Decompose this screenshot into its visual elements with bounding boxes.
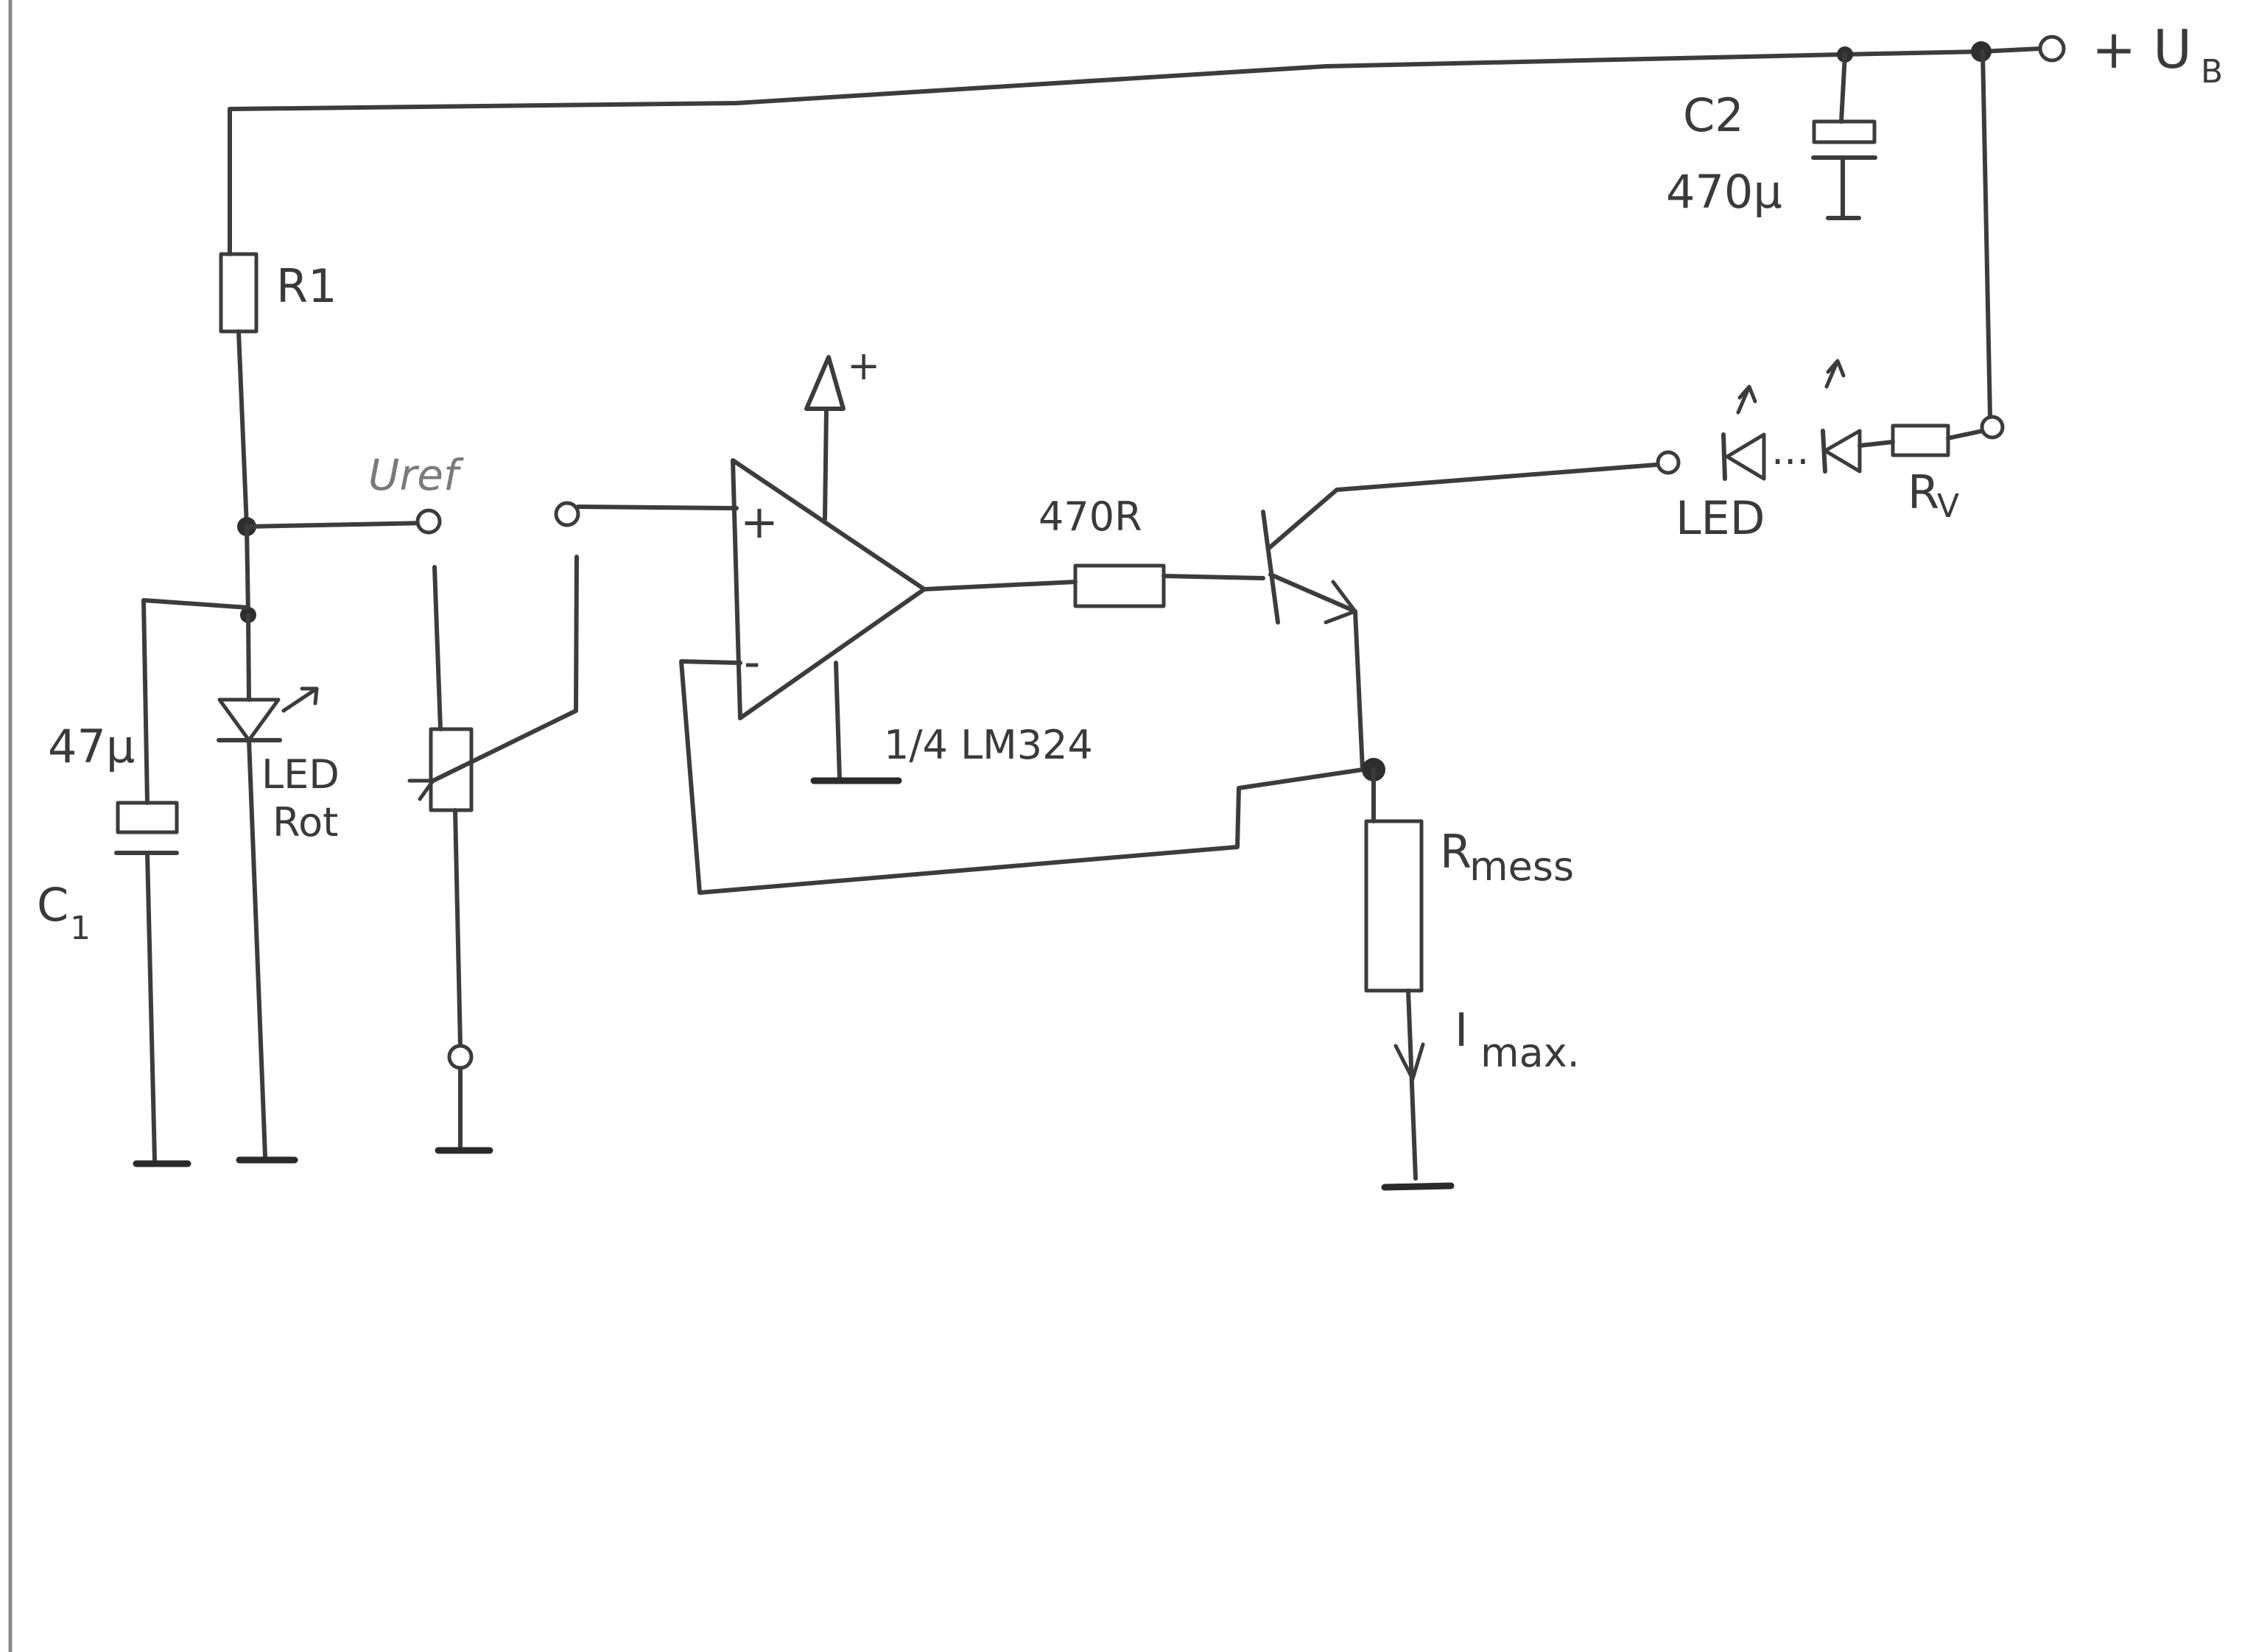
led-chain-terminal[interactable]	[1656, 450, 1681, 475]
sense-resistor: R mess I max.	[1364, 767, 1580, 1191]
rmess-label-sub: mess	[1469, 843, 1574, 890]
led-red	[217, 697, 281, 742]
transistor-stage: 470R	[922, 462, 1668, 781]
c2-value: 470µ	[1666, 165, 1782, 219]
pot-wiper	[431, 555, 579, 783]
capacitor-c1-plate	[116, 801, 179, 834]
opamp-supply-arrow	[804, 355, 846, 411]
feedback-wire	[679, 659, 1365, 895]
c2-plate-positive	[1812, 119, 1877, 144]
reference-branch: R1 47µ C 1 LED Rot	[37, 107, 429, 1167]
led-chain-dots: ...	[1771, 427, 1810, 474]
supply-rail: + U B	[228, 18, 2223, 111]
c1-value: 47µ	[48, 720, 135, 773]
led-chain: ... LED R V	[1656, 49, 2005, 545]
imax-label-sub: max.	[1480, 1030, 1580, 1076]
led-chain-label: LED	[1676, 491, 1765, 545]
led-red-light-arrow	[281, 686, 319, 713]
rv-label: R	[1908, 465, 1939, 519]
led-red-label-1: LED	[261, 751, 340, 798]
resistor-rv	[1891, 423, 1950, 457]
transistor-emitter-arrow	[1324, 580, 1357, 625]
rv-label-sub: V	[1937, 488, 1959, 525]
opamp-lm324: + - + 1/4 LM324	[576, 342, 1365, 895]
uref-label: Uref	[368, 450, 464, 500]
opamp-plus: +	[740, 495, 778, 549]
pot-terminal-bottom[interactable]	[447, 1044, 474, 1070]
r1-label: R1	[276, 259, 337, 313]
led-2-light-arrow	[1824, 359, 1846, 389]
supply-label: + U	[2092, 18, 2192, 80]
transistor-collector	[1266, 462, 1668, 551]
supply-label-sub: B	[2201, 53, 2223, 91]
led-chain-diode-2	[1823, 429, 1862, 474]
uref-terminal-right[interactable]	[554, 501, 580, 527]
resistor-r1	[219, 252, 259, 334]
opamp-part-label: 1/4 LM324	[884, 722, 1093, 768]
rv-terminal[interactable]	[1980, 415, 2005, 440]
uref-potentiometer: Uref	[368, 450, 580, 1154]
rmess-label: R	[1440, 825, 1472, 879]
base-resistor-label: 470R	[1038, 493, 1142, 540]
led-red-label-2: Rot	[273, 799, 338, 846]
c1-name: C	[37, 878, 68, 932]
opamp-minus: -	[744, 635, 760, 689]
base-resistor-470r	[1073, 563, 1166, 608]
supply-terminal[interactable]	[2038, 35, 2066, 63]
current-arrow	[1393, 1042, 1425, 1081]
uref-terminal-left[interactable]	[415, 508, 442, 535]
led-chain-diode-1	[1725, 432, 1766, 481]
potentiometer	[429, 727, 474, 812]
opamp-triangle	[731, 458, 927, 720]
capacitor-c2: C2 470µ	[1666, 52, 1877, 220]
ground-rmess	[1381, 1182, 1455, 1191]
led-1-light-arrow	[1736, 384, 1757, 415]
resistor-rmess	[1364, 819, 1424, 993]
c1-name-sub: 1	[70, 910, 91, 947]
transistor-base-bar	[1261, 510, 1280, 625]
imax-label: I	[1455, 1003, 1468, 1057]
c2-name: C2	[1683, 88, 1744, 142]
opamp-supply-label: +	[847, 342, 880, 389]
